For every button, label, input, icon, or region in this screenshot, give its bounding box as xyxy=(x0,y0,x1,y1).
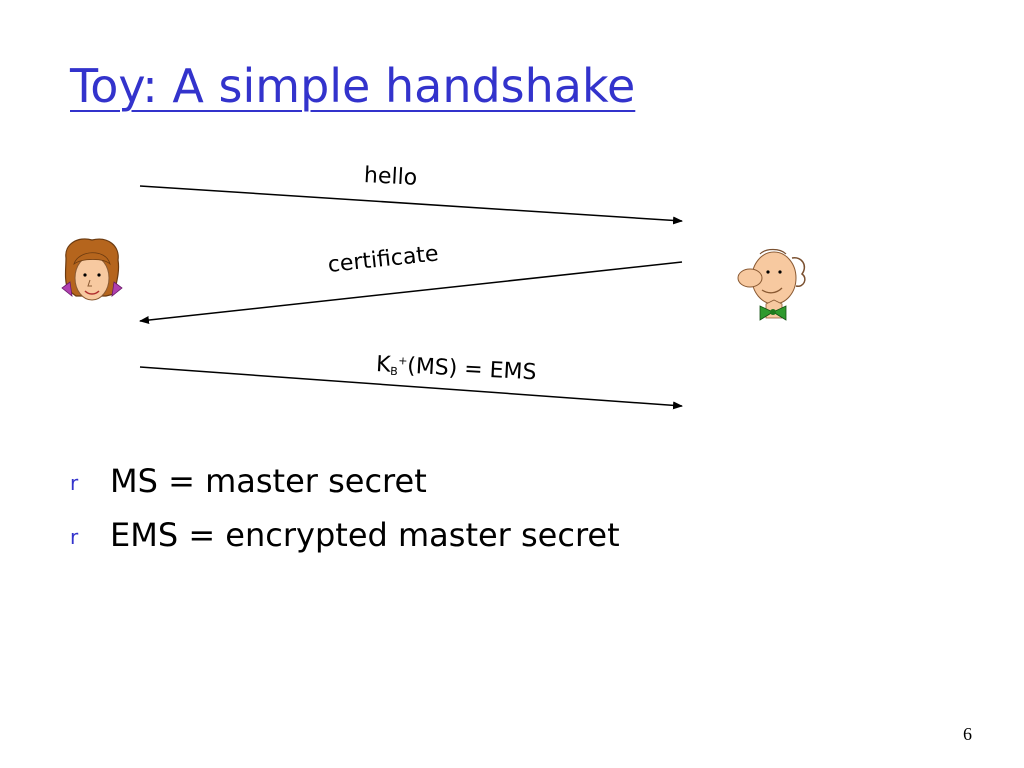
ems-label-subscript: B xyxy=(389,364,399,379)
hello-arrow xyxy=(139,185,683,225)
bullet-item: r MS = master secret xyxy=(70,454,620,508)
bullet-text: EMS = encrypted master secret xyxy=(110,516,620,554)
ems-label: KB+(MS) = EMS xyxy=(375,346,537,393)
bullet-list: r MS = master secret r EMS = encrypted m… xyxy=(70,454,620,562)
bullet-marker: r xyxy=(70,471,79,495)
bob-icon xyxy=(737,248,806,321)
page-number: 6 xyxy=(963,724,972,744)
ems-arrow xyxy=(139,366,683,410)
ems-label-suffix: (MS) = EMS xyxy=(406,353,538,386)
bullet-item: r EMS = encrypted master secret xyxy=(70,508,620,562)
bullet-text: MS = master secret xyxy=(110,462,427,500)
hello-label: hello xyxy=(363,163,418,191)
slide-title: Toy: A simple handshake xyxy=(70,59,636,113)
bullet-marker: r xyxy=(70,525,79,549)
certificate-arrow xyxy=(139,261,683,325)
alice-icon xyxy=(61,238,123,301)
